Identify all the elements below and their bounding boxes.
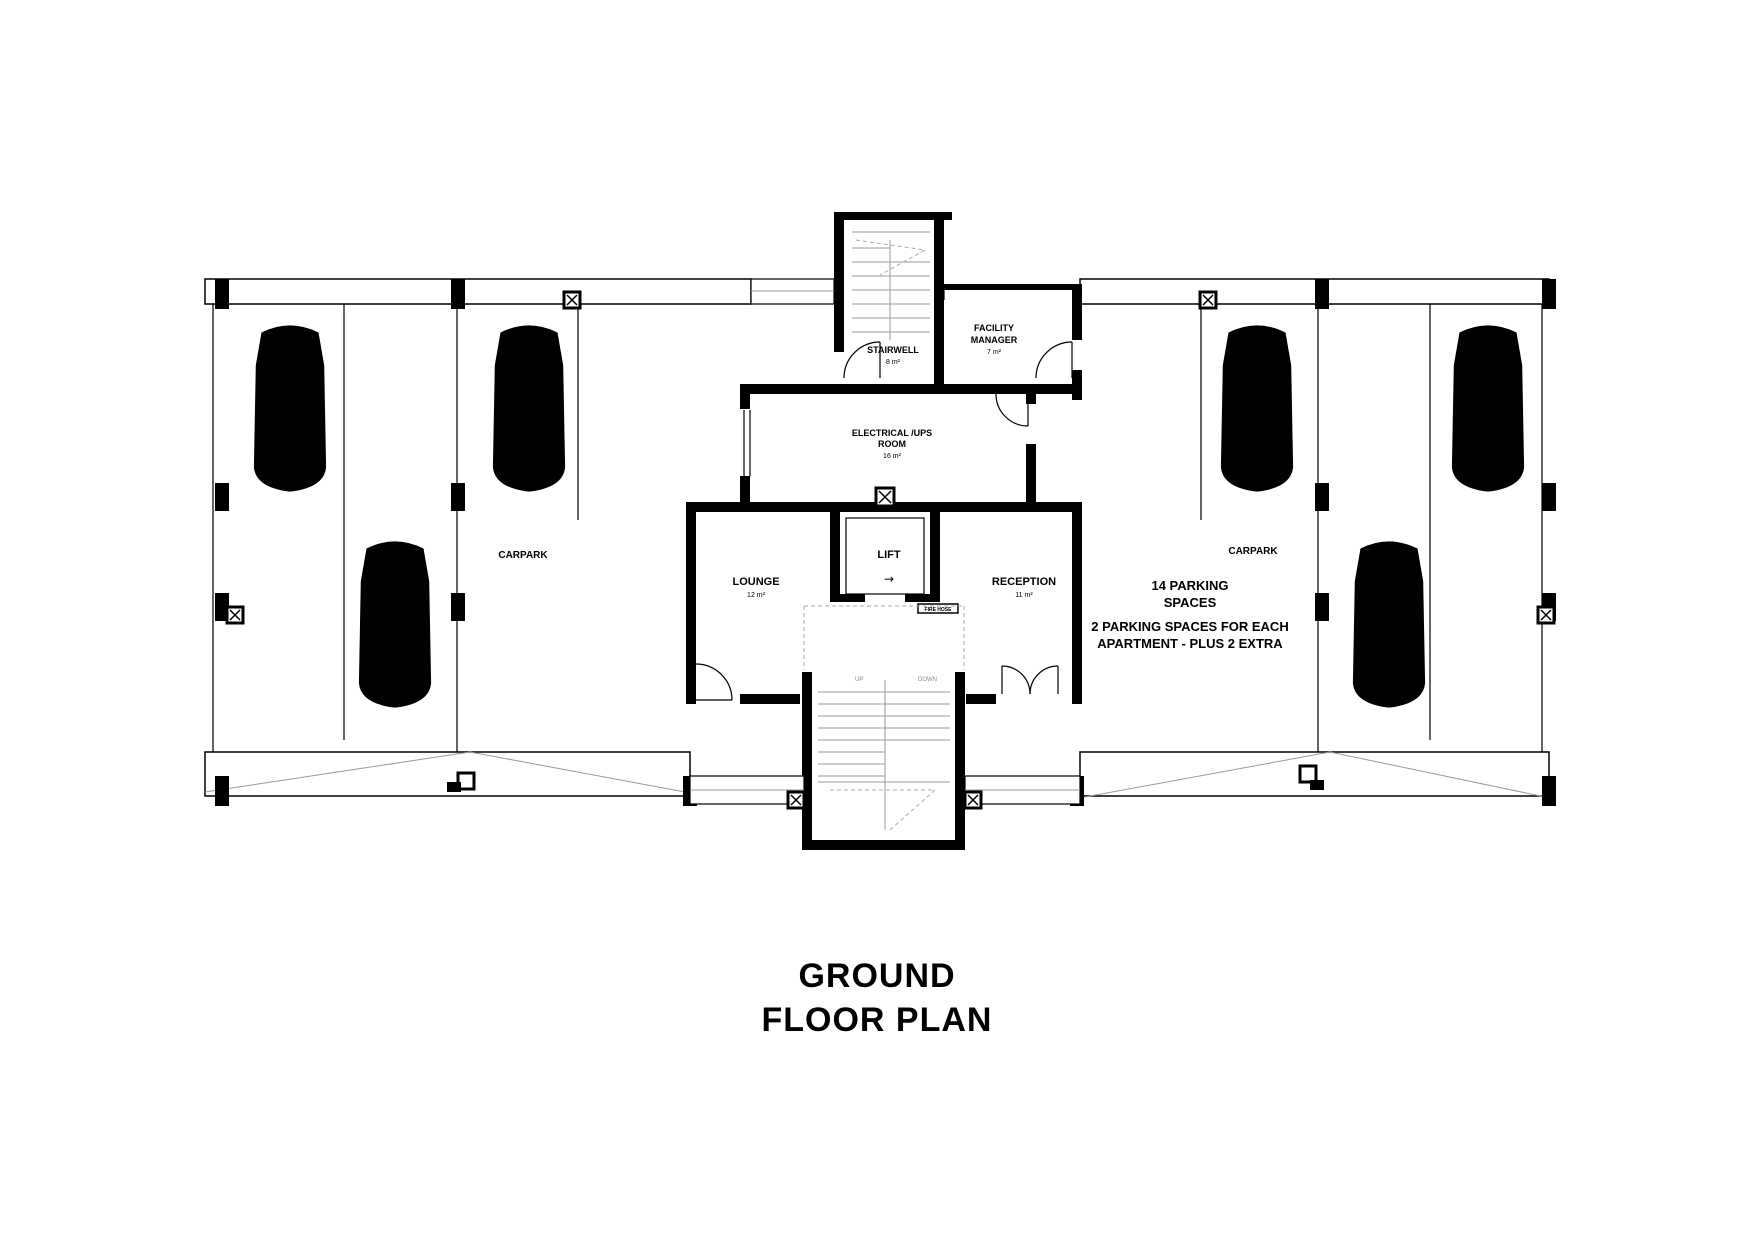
stairwell-area: 8 m² [886,359,901,366]
facility-manager-label-2: MANAGER [971,335,1018,345]
svg-text:→: → [884,572,894,586]
carpark-left-label: CARPARK [498,550,548,561]
carpark-left-area [204,278,752,806]
electrical-room-label-2: ROOM [878,439,906,449]
facility-manager-area: 7 m² [987,349,1002,356]
lounge-area: 12 m² [747,592,766,599]
reception-label: RECEPTION [992,576,1056,588]
parking-detail-line2: APARTMENT - PLUS 2 EXTRA [1097,636,1283,651]
facility-manager-label-1: FACILITY [974,323,1014,333]
parking-detail-line1: 2 PARKING SPACES FOR EACH [1091,619,1288,634]
stair-up-mark: UP [855,677,863,683]
room-labels: STAIRWELL 8 m² FACILITY MANAGER 7 m² ELE… [498,323,1288,683]
carpark-right-label: CARPARK [1228,546,1278,557]
carpark-right-area [1070,278,1556,806]
plan-title-line2: FLOOR PLAN [761,1001,993,1039]
plan-title-line1: GROUND [798,957,956,995]
lift-label: LIFT [877,549,900,561]
central-core: → [686,212,1082,850]
car-left-3 [351,540,439,708]
parking-count-line1: 14 PARKING [1151,578,1228,593]
electrical-room-label-1: ELECTRICAL /UPS [852,428,932,438]
car-left-2 [485,324,573,492]
stairwell-label: STAIRWELL [867,345,919,355]
car-right-3 [1345,540,1433,708]
parking-count-line2: SPACES [1164,595,1217,610]
electrical-room-area: 16 m² [883,453,902,460]
lounge-label: LOUNGE [732,576,779,588]
reception-area: 11 m² [1015,592,1033,599]
car-right-2 [1444,324,1532,492]
stair-down-mark: DOWN [918,677,937,683]
car-left-1 [246,324,334,492]
car-right-1 [1213,324,1301,492]
fire-hose-label: FIRE HOSE [925,607,953,613]
plan-title: GROUND FLOOR PLAN [0,954,1754,1042]
